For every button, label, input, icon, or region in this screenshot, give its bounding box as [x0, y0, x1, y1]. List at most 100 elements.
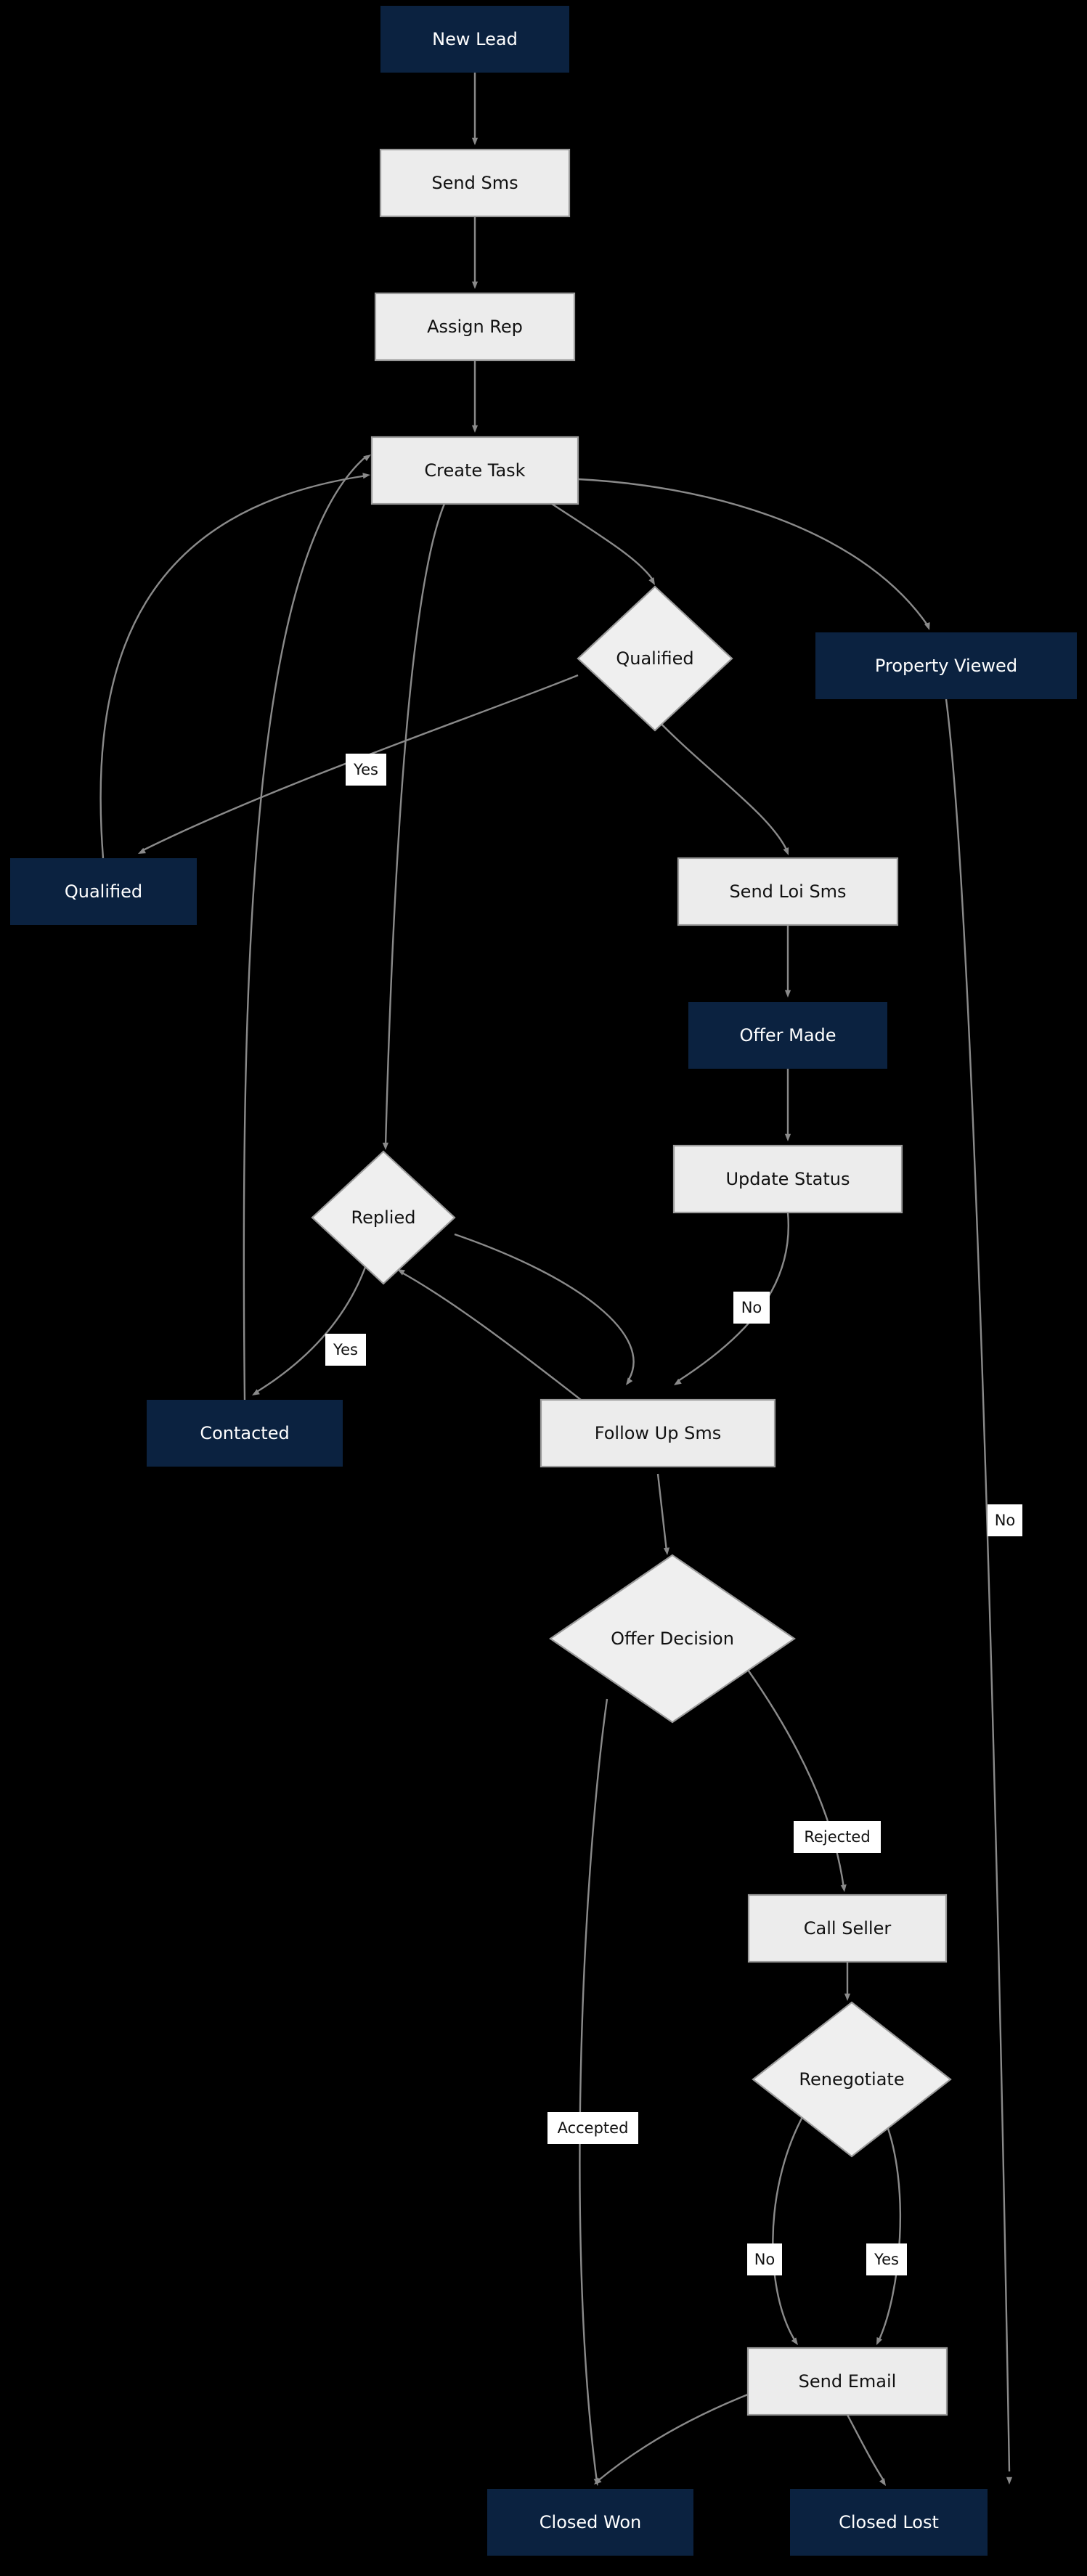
node-shape-rect[interactable]: [10, 858, 197, 925]
edge-label-text: No: [754, 2251, 775, 2268]
edge-arrowhead: [844, 1993, 851, 2001]
node-closed_lost[interactable]: Closed Lost: [790, 2489, 988, 2556]
edge-e_reneg_no: [772, 2116, 804, 2341]
node-shape-rect[interactable]: [747, 1894, 948, 1963]
node-shape-rect[interactable]: [487, 2489, 693, 2556]
edge-arrowhead: [471, 425, 479, 433]
edge-offer_made-to-update_status: [784, 1069, 791, 1141]
edge-new_lead-to-send_sms: [471, 73, 479, 145]
node-label-new_lead: New Lead: [432, 29, 518, 49]
edge-label-background: [346, 754, 386, 786]
node-follow_up_sms[interactable]: Follow Up Sms: [540, 1398, 776, 1468]
edge-arrowhead: [648, 577, 655, 585]
node-shape-diamond[interactable]: [752, 2001, 952, 2158]
node-shape-rect[interactable]: [672, 1144, 903, 1214]
node-label-create_task: Create Task: [424, 460, 525, 481]
edge-arrowhead: [252, 1389, 260, 1395]
node-qualified_dec[interactable]: Qualified: [577, 585, 733, 732]
node-call_seller[interactable]: Call Seller: [747, 1894, 948, 1963]
edge-label-background: [747, 2243, 782, 2275]
node-label-update_status: Update Status: [725, 1169, 850, 1189]
node-shape-rect[interactable]: [688, 1002, 887, 1069]
node-property_viewed[interactable]: Property Viewed: [815, 632, 1077, 699]
node-create_task[interactable]: Create Task: [370, 436, 579, 505]
node-contacted_st[interactable]: Contacted: [147, 1400, 343, 1467]
edge-e_createtask_qualified: [551, 502, 654, 582]
node-renegotiate[interactable]: Renegotiate: [752, 2001, 952, 2158]
edge-create_task-to-replied_dec: [382, 503, 446, 1150]
node-shape-rect[interactable]: [380, 6, 569, 73]
edge-e_update_followup: [677, 1212, 790, 1382]
edge-send_email-to-closed_lost: [846, 2414, 886, 2486]
edge-label-lbl_reneg_no: No: [747, 2243, 782, 2275]
node-offer_decision[interactable]: Offer Decision: [549, 1554, 796, 1724]
node-shape-rect[interactable]: [540, 1398, 776, 1468]
node-shape-diamond[interactable]: [311, 1150, 456, 1285]
node-closed_won[interactable]: Closed Won: [487, 2489, 693, 2556]
edges-layer: [99, 73, 1013, 2486]
edge-label-lbl_rejected: Rejected: [794, 1821, 881, 1853]
edge-send_email-to-closed_won: [594, 2393, 749, 2485]
edge-label-background: [988, 1504, 1022, 1536]
node-send_email[interactable]: Send Email: [746, 2347, 948, 2416]
node-shape-rect[interactable]: [374, 292, 576, 362]
node-label-contacted_st: Contacted: [200, 1423, 289, 1443]
node-shape-rect[interactable]: [147, 1400, 343, 1467]
node-replied_dec[interactable]: Replied: [311, 1150, 456, 1285]
edge-label-lbl_qualified_yes: Yes: [346, 754, 386, 786]
node-shape-diamond[interactable]: [577, 585, 733, 732]
node-qualified_st[interactable]: Qualified: [10, 858, 197, 925]
edge-label-text: Accepted: [558, 2119, 629, 2137]
node-label-property_viewed: Property Viewed: [875, 656, 1017, 676]
node-label-offer_made: Offer Made: [739, 1025, 836, 1046]
edge-e_followup_replied: [400, 1271, 582, 1401]
node-assign_rep[interactable]: Assign Rep: [374, 292, 576, 362]
edge-qualified_dec-to-send_loi_sms: [653, 715, 789, 855]
node-offer_made[interactable]: Offer Made: [688, 1002, 887, 1069]
edge-label-background: [794, 1821, 881, 1853]
node-label-send_loi_sms: Send Loi Sms: [729, 881, 846, 902]
edge-label-text: Yes: [874, 2251, 899, 2268]
node-send_sms[interactable]: Send Sms: [379, 148, 571, 218]
edge-e_sendemail_lost: [846, 2414, 886, 2482]
node-shape-rect[interactable]: [370, 436, 579, 505]
edge-qualified_dec-to-qualified_st: [138, 674, 579, 854]
node-shape-rect[interactable]: [815, 632, 1077, 699]
edge-label-background: [325, 1334, 366, 1366]
edge-create_task-to-qualified_dec: [551, 502, 655, 585]
node-shape-rect[interactable]: [790, 2489, 988, 2556]
node-label-replied_dec: Replied: [351, 1207, 416, 1228]
edge-e_property_no: [945, 698, 1011, 2472]
edge-renegotiate-to-send_email: [876, 2118, 901, 2345]
edge-qualified_st-to-create_task: [99, 473, 370, 859]
edge-arrowhead: [784, 990, 791, 998]
node-shape-rect[interactable]: [379, 148, 571, 218]
edge-property_viewed-to-closed_lost: [945, 698, 1013, 2485]
node-label-qualified_dec: Qualified: [616, 648, 693, 669]
node-shape-diamond[interactable]: [549, 1554, 796, 1724]
node-shape-rect[interactable]: [746, 2347, 948, 2416]
edge-label-lbl_accepted: Accepted: [547, 2112, 638, 2144]
edge-replied_dec-to-follow_up_sms: [454, 1233, 635, 1385]
edge-arrowhead: [362, 473, 370, 479]
edge-assign_rep-to-create_task: [471, 360, 479, 433]
edge-follow_up_sms-to-offer_decision: [656, 1473, 670, 1555]
node-update_status[interactable]: Update Status: [672, 1144, 903, 1214]
edge-label-background: [733, 1292, 770, 1324]
node-label-send_email: Send Email: [799, 2371, 897, 2392]
edge-label-text: No: [741, 1299, 762, 1316]
edge-e_offerdec_accepted: [579, 1698, 608, 2482]
edge-e_replied_yes: [255, 1263, 368, 1394]
node-label-offer_decision: Offer Decision: [611, 1629, 734, 1649]
node-new_lead[interactable]: New Lead: [380, 6, 569, 73]
edge-arrowhead: [471, 137, 479, 145]
edge-label-text: Yes: [333, 1341, 358, 1358]
edge-follow_up_sms-to-replied_dec: [397, 1269, 582, 1401]
edge-arrowhead: [674, 1378, 682, 1385]
edge-label-lbl_reneg_yes: Yes: [866, 2243, 907, 2275]
edge-e_followup_offerdec: [656, 1473, 668, 1552]
edge-arrowhead: [879, 2478, 886, 2486]
node-shape-rect[interactable]: [677, 857, 899, 926]
edge-e_qualified_loi: [653, 715, 789, 852]
node-send_loi_sms[interactable]: Send Loi Sms: [677, 857, 899, 926]
